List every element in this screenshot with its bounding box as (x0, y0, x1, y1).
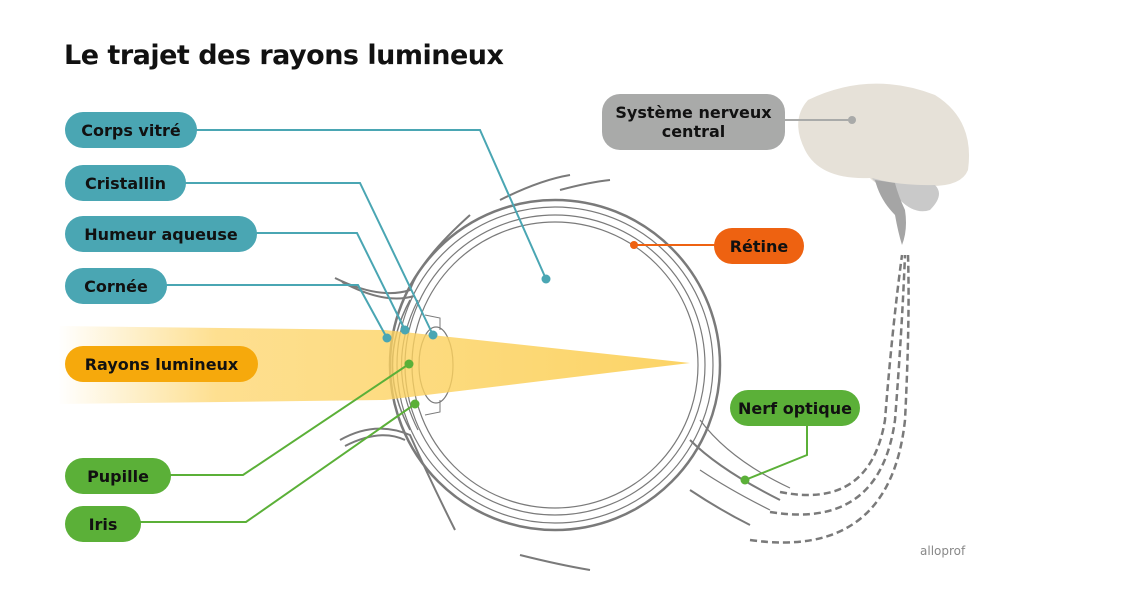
diagram-title: Le trajet des rayons lumineux (64, 40, 504, 71)
connector-dots (382, 116, 856, 485)
connector-pupille (170, 363, 410, 476)
connector-corps-vitre (195, 129, 547, 280)
label-rayons-lumineux: Rayons lumineux (65, 346, 258, 382)
label-iris: Iris (65, 506, 141, 542)
label-humeur-aqueuse: Humeur aqueuse (65, 216, 257, 252)
light-rays (58, 326, 690, 404)
nerve-pathways (749, 254, 910, 544)
connector-humeur-aqueuse (255, 232, 406, 331)
label-systeme-nerveux-central: Système nerveux central (602, 94, 785, 150)
label-cornee: Cornée (65, 268, 167, 304)
connector-cristallin (185, 182, 434, 336)
connector-iris (140, 403, 416, 523)
connector-cornee (165, 284, 388, 339)
label-corps-vitre: Corps vitré (65, 112, 197, 148)
connector-nerf-optique (744, 425, 808, 481)
label-cristallin: Cristallin (65, 165, 186, 201)
label-retine: Rétine (714, 228, 804, 264)
brain-icon (798, 83, 970, 245)
label-pupille: Pupille (65, 458, 171, 494)
brand-watermark: alloprof (920, 544, 966, 558)
label-nerf-optique: Nerf optique (730, 390, 860, 426)
